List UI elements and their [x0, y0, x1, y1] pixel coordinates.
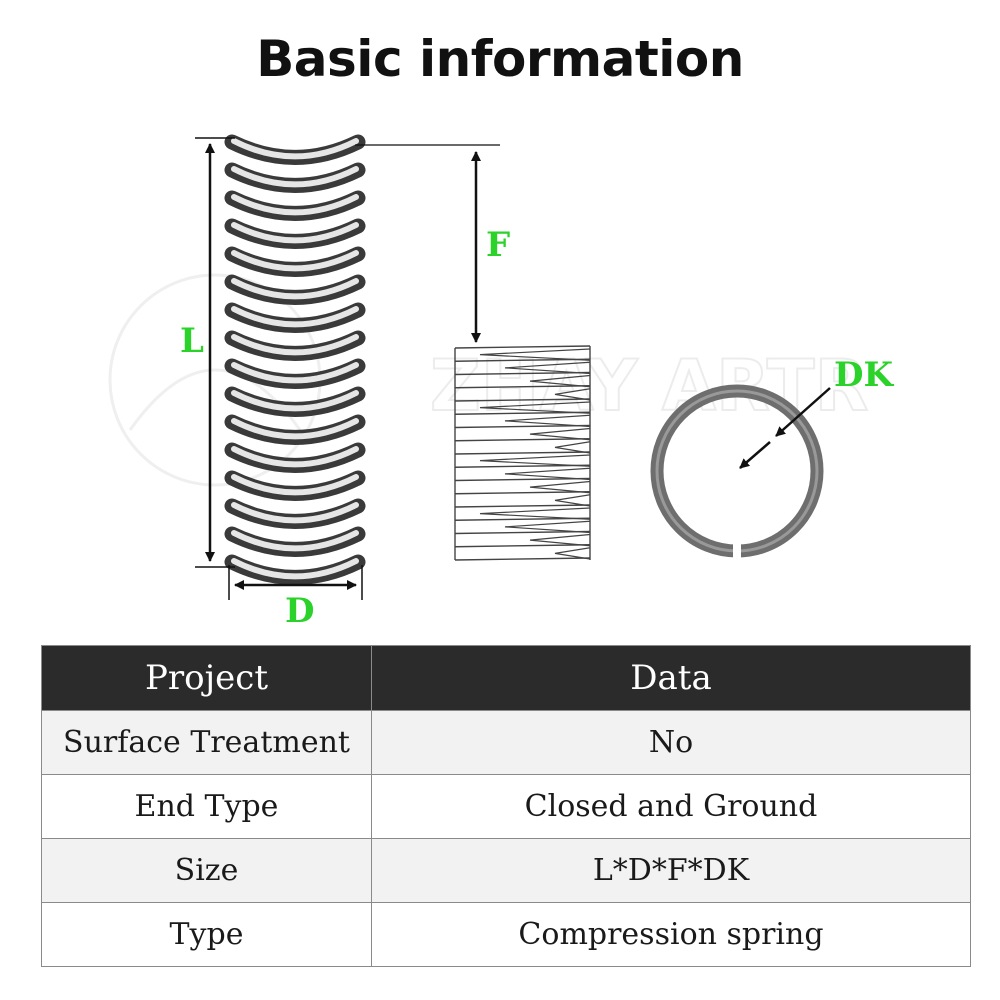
- wire-diameter-dimension: DK: [739, 355, 894, 469]
- outline-coil-line: [454, 358, 591, 362]
- spring-coil-highlight: [231, 474, 359, 496]
- outline-coil-wave: [504, 414, 591, 428]
- compressed-spring-outline: [454, 345, 591, 561]
- outline-coil-line: [454, 371, 591, 376]
- table-row: Type Compression spring: [41, 902, 971, 967]
- column-header-project: Project: [41, 645, 372, 711]
- length-label: L: [180, 321, 204, 361]
- diameter-dimension: D: [228, 565, 363, 630]
- spring-coil-highlight: [231, 334, 359, 356]
- outline-coil-line: [454, 451, 591, 455]
- outline-coil-wave: [479, 454, 591, 467]
- wire-diameter-label: DK: [834, 355, 894, 395]
- outline-coil-line: [454, 345, 591, 349]
- svg-text:ZHAY ARTR: ZHAY ARTR: [430, 345, 868, 427]
- row-data-cell: L*D*F*DK: [371, 838, 971, 903]
- free-length-label: F: [486, 225, 510, 265]
- table-row: End Type Closed and Ground: [41, 774, 971, 839]
- outline-coil-line: [454, 398, 591, 402]
- spring-coil-highlight: [231, 250, 359, 272]
- spring-coil-highlight: [231, 558, 359, 580]
- outline-coil-line: [454, 544, 591, 548]
- spring-coil-highlight: [231, 390, 359, 412]
- outline-coil-wave: [529, 533, 591, 547]
- free-length-dimension: F: [355, 144, 510, 343]
- spring-coil-highlight: [231, 194, 359, 216]
- spring-coil-highlight: [231, 530, 359, 552]
- spring-coil-highlight: [231, 138, 359, 160]
- outline-coil-wave: [504, 467, 591, 481]
- row-project-cell: End Type: [41, 774, 372, 839]
- outline-coil-wave: [479, 348, 591, 361]
- outline-coil-wave: [554, 494, 591, 507]
- spring-coil-highlight: [231, 306, 359, 328]
- row-project-cell: Size: [41, 838, 372, 903]
- spring-dimension-diagram: ZHAY ARTR L D F DK: [108, 134, 894, 630]
- outline-coil-line: [454, 464, 591, 468]
- outline-coil-wave: [479, 507, 591, 520]
- compression-spring-illustration: [224, 134, 366, 585]
- table-header-row: Project Data: [41, 645, 971, 711]
- spring-coil-highlight: [231, 278, 359, 300]
- spring-coil-highlight: [231, 362, 359, 384]
- row-project-cell: Type: [41, 902, 372, 967]
- wire-ring-illustration: [650, 384, 824, 560]
- outline-coil-line: [454, 385, 591, 389]
- spring-coil-highlight: [231, 418, 359, 440]
- outline-coil-line: [454, 491, 591, 495]
- outline-coil-wave: [504, 361, 591, 375]
- outline-coil-wave: [554, 388, 591, 401]
- length-dimension: L: [180, 137, 235, 568]
- spring-coil-highlight: [231, 446, 359, 468]
- diameter-label: D: [285, 591, 314, 630]
- outline-coil-line: [454, 504, 591, 508]
- spring-coil-highlight: [231, 502, 359, 524]
- row-data-cell: Closed and Ground: [371, 774, 971, 839]
- outline-coil-line: [454, 557, 591, 561]
- outline-coil-wave: [479, 401, 591, 414]
- outline-coil-wave: [529, 374, 591, 388]
- outline-coil-wave: [554, 547, 591, 560]
- outline-coil-wave: [529, 480, 591, 494]
- outline-coil-wave: [529, 427, 591, 441]
- outline-coil-line: [454, 438, 591, 442]
- outline-coil-line: [454, 517, 591, 521]
- spring-coil-highlight: [231, 222, 359, 244]
- spring-coil-highlight: [231, 166, 359, 188]
- table-row: Size L*D*F*DK: [41, 838, 971, 903]
- row-data-cell: No: [371, 710, 971, 775]
- row-data-cell: Compression spring: [371, 902, 971, 967]
- page-title: Basic information: [256, 30, 744, 88]
- outline-coil-line: [454, 477, 591, 482]
- outline-coil-line: [454, 424, 591, 429]
- outline-coil-wave: [554, 441, 591, 454]
- row-project-cell: Surface Treatment: [41, 710, 372, 775]
- table-row: Surface Treatment No: [41, 710, 971, 775]
- outline-coil-wave: [504, 520, 591, 534]
- specification-table: Project Data Surface Treatment No End Ty…: [41, 645, 971, 967]
- outline-coil-line: [454, 530, 591, 535]
- column-header-data: Data: [371, 645, 971, 711]
- outline-coil-line: [454, 411, 591, 415]
